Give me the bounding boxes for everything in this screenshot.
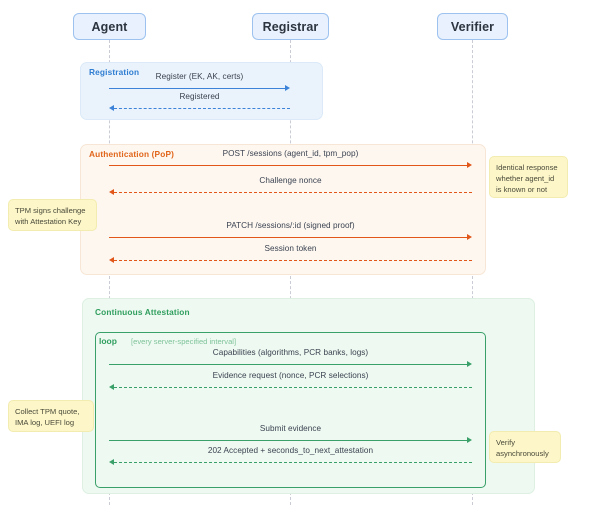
message-label-patch-sessions: PATCH /sessions/:id (signed proof) <box>226 221 355 230</box>
message-label-202-accepted: 202 Accepted + seconds_to_next_attestati… <box>207 446 374 455</box>
participant-verifier-label: Verifier <box>450 19 495 34</box>
arrowhead-evidence-request <box>108 383 114 390</box>
arrowhead-patch-sessions <box>467 233 472 240</box>
arrowhead-registered <box>108 104 114 111</box>
message-arrow-patch-sessions <box>109 237 467 238</box>
message-arrow-capabilities <box>109 364 467 365</box>
participant-agent[interactable]: Agent <box>73 13 146 40</box>
message-arrow-202-accepted <box>114 462 472 463</box>
arrowhead-register <box>285 84 290 91</box>
note-identical-response: Identical response whether agent_id is k… <box>489 156 568 198</box>
loop-condition-label: [every server-specified interval] <box>131 337 237 346</box>
block-continuous-attestation <box>82 298 535 494</box>
message-label-register: Register (EK, AK, certs) <box>155 72 244 81</box>
participant-agent-label: Agent <box>91 19 128 34</box>
block-authentication-label: Authentication (PoP) <box>89 149 175 159</box>
arrowhead-post-sessions <box>467 161 472 168</box>
arrowhead-submit-evidence <box>467 436 472 443</box>
message-label-session-token: Session token <box>264 244 317 253</box>
message-label-post-sessions: POST /sessions (agent_id, tpm_pop) <box>222 149 359 158</box>
message-label-registered: Registered <box>179 92 220 101</box>
block-continuous-attestation-label: Continuous Attestation <box>95 307 190 317</box>
message-arrow-submit-evidence <box>109 440 467 441</box>
note-verify-async: Verify asynchronously <box>489 431 561 463</box>
message-label-challenge-nonce: Challenge nonce <box>259 176 322 185</box>
arrowhead-capabilities <box>467 360 472 367</box>
message-label-submit-evidence: Submit evidence <box>259 424 322 433</box>
participant-registrar-label: Registrar <box>262 19 319 34</box>
message-arrow-challenge-nonce <box>114 192 472 193</box>
loop-frame <box>95 332 486 488</box>
message-label-capabilities: Capabilities (algorithms, PCR banks, log… <box>212 348 369 357</box>
message-label-evidence-request: Evidence request (nonce, PCR selections) <box>212 371 369 380</box>
arrowhead-202-accepted <box>108 458 114 465</box>
message-arrow-post-sessions <box>109 165 467 166</box>
block-authentication <box>80 144 486 275</box>
participant-registrar[interactable]: Registrar <box>252 13 329 40</box>
block-registration <box>80 62 323 120</box>
block-registration-label: Registration <box>89 67 140 77</box>
message-arrow-registered <box>114 108 290 109</box>
arrowhead-challenge-nonce <box>108 188 114 195</box>
note-collect-quote: Collect TPM quote, IMA log, UEFI log <box>8 400 94 432</box>
message-arrow-evidence-request <box>114 387 472 388</box>
note-tpm-sign: TPM signs challenge with Attestation Key <box>8 199 97 231</box>
message-arrow-session-token <box>114 260 472 261</box>
arrowhead-session-token <box>108 256 114 263</box>
loop-tag-label: loop <box>99 336 117 346</box>
message-arrow-register <box>109 88 285 89</box>
participant-verifier[interactable]: Verifier <box>437 13 508 40</box>
